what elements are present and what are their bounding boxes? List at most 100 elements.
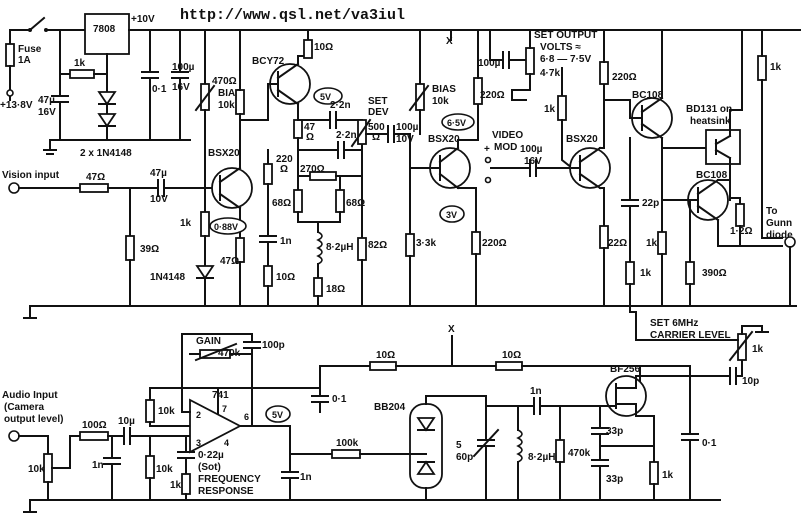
bcy72-stage: BCY72 5V 10Ω 47 Ω 2·2n 2·2n 220 Ω 1n bbox=[252, 29, 365, 307]
resistor-10-a-label: 10Ω bbox=[376, 350, 395, 361]
cap-100u-voltage: 16V bbox=[172, 82, 190, 93]
resistor-1k-carrier bbox=[625, 261, 635, 285]
resistor-68-a bbox=[293, 189, 303, 213]
q2-voltage: 5V bbox=[320, 92, 331, 102]
resistor-220-q3e bbox=[471, 231, 481, 255]
cap-1n-out-label: 1n bbox=[300, 472, 312, 483]
resistor-68-a-label: 68Ω bbox=[272, 198, 291, 209]
resistor-68-b bbox=[335, 189, 345, 213]
opamp-pin-2: 2 bbox=[196, 410, 201, 420]
varicap-label: BB204 bbox=[374, 402, 406, 413]
bd131-label-2: heatsink bbox=[690, 116, 731, 127]
set-output-label: SET OUTPUT bbox=[534, 30, 597, 41]
q3-voltage-top: 6·5V bbox=[447, 118, 466, 128]
resistor-10-top-label: 10Ω bbox=[314, 42, 333, 53]
gunn-diode-connector[interactable] bbox=[784, 236, 796, 248]
resistor-1k-freq bbox=[181, 473, 191, 495]
resistor-10-a bbox=[369, 361, 397, 371]
resistor-1k-label: 1k bbox=[74, 58, 86, 69]
resistor-47-q2-label: 47 bbox=[304, 122, 316, 133]
resistor-1k-top bbox=[757, 55, 767, 81]
cap-100p-label: 100p bbox=[262, 340, 285, 351]
q3-voltage-top-bubble bbox=[441, 113, 475, 131]
carrier-level-label: CARRIER LEVEL bbox=[650, 330, 731, 341]
audio-level-pot[interactable] bbox=[43, 453, 53, 483]
set-output-pot[interactable] bbox=[525, 47, 535, 75]
cap-2n2-b-label: 2·2n bbox=[336, 130, 357, 141]
cap-100u-b-label: 100µ bbox=[478, 58, 501, 69]
resistor-1k-source-label: 1k bbox=[662, 470, 674, 481]
vision-input-label: Vision input bbox=[2, 170, 60, 181]
supply-voltage: +13·8V bbox=[0, 100, 33, 111]
rail-voltage: +10V bbox=[131, 14, 155, 25]
resistor-47-label: 47Ω bbox=[86, 172, 105, 183]
resistor-100k bbox=[331, 449, 361, 459]
q1-voltage-bubble bbox=[209, 217, 247, 235]
resistor-1k-freq-label: 1k bbox=[170, 480, 182, 491]
resistor-82-label: 82Ω bbox=[368, 240, 387, 251]
inductor-8-2uh-label: 8·2µH bbox=[326, 242, 353, 253]
resistor-220-unit: Ω bbox=[280, 164, 288, 175]
gunn-label-1: To bbox=[766, 206, 777, 217]
resistor-22-label: 22Ω bbox=[608, 238, 627, 249]
cap-47u-voltage: 16V bbox=[38, 107, 56, 118]
resistor-10-top bbox=[303, 39, 313, 59]
cap-0-1-audio-label: 0·1 bbox=[332, 394, 347, 405]
cap-0-1-label: 0·1 bbox=[152, 84, 167, 95]
resistor-3k3-label: 3·3k bbox=[416, 238, 436, 249]
audio-input-connector[interactable] bbox=[8, 430, 20, 442]
q3-voltage-bot-bubble bbox=[439, 205, 465, 223]
audio-level-pot-label: 10k bbox=[28, 464, 45, 475]
q2-label: BCY72 bbox=[252, 56, 285, 67]
trimmer-value: 60p bbox=[456, 452, 473, 463]
resistor-47-emitter-label: 47Ω bbox=[220, 256, 239, 267]
diode-1n4148 bbox=[195, 265, 215, 280]
resistor-47-q2-unit: Ω bbox=[306, 132, 314, 143]
x-test-point-1: X bbox=[446, 36, 453, 47]
resistor-1k-supply bbox=[69, 69, 95, 79]
cap-33p-a-label: 33p bbox=[606, 426, 623, 437]
diode-1 bbox=[97, 91, 117, 106]
q4-label: BSX20 bbox=[566, 134, 598, 145]
diode-2 bbox=[97, 113, 117, 128]
cap-100u-10v-label: 100µ bbox=[396, 122, 419, 133]
fuse-value: 1A bbox=[18, 55, 31, 66]
set-dev-label-2: DEV bbox=[368, 107, 389, 118]
resistor-220-q4 bbox=[599, 61, 609, 85]
resistor-3k3 bbox=[405, 233, 415, 257]
resistor-47-input bbox=[79, 183, 109, 193]
fuse-label: Fuse bbox=[18, 44, 42, 55]
fuse bbox=[5, 43, 15, 67]
resistor-10-bot bbox=[263, 265, 273, 287]
vision-input-connector[interactable] bbox=[8, 182, 20, 194]
video-mod-terminal-b[interactable] bbox=[484, 176, 492, 184]
resistor-10k-c bbox=[145, 399, 155, 423]
source-url: http://www.qsl.net/va3iul bbox=[180, 7, 405, 24]
opamp-pin-4: 4 bbox=[224, 438, 229, 448]
cap-100u-16v-label: 100µ bbox=[520, 144, 543, 155]
video-mod-terminal-a[interactable] bbox=[484, 156, 492, 164]
opamp-pin-7: 7 bbox=[222, 404, 227, 414]
set-dev-pot-value: 500 bbox=[368, 122, 385, 133]
inductor-8-2-audio-label: 8·2µH bbox=[528, 452, 555, 463]
resistor-18-label: 18Ω bbox=[326, 284, 345, 295]
resistor-1-2 bbox=[735, 203, 745, 227]
resistor-270-label: 270Ω bbox=[300, 164, 325, 175]
set-output-pot-value: 4·7k bbox=[540, 68, 560, 79]
transistor-q1-bsx20 bbox=[211, 167, 253, 209]
resistor-220-label: 220 bbox=[276, 154, 293, 165]
modulator-stage: SET DEV 500 Ω 100µ 10V 82Ω BIAS 10k 3·3k… bbox=[350, 29, 573, 307]
set-output-range: 6·8 — 7·5V bbox=[540, 54, 591, 65]
response-label: RESPONSE bbox=[198, 486, 254, 497]
x-test-point-2: X bbox=[448, 324, 455, 335]
resistor-100k-label: 100k bbox=[336, 438, 359, 449]
resistor-10-b bbox=[495, 361, 523, 371]
resistor-22 bbox=[599, 225, 609, 249]
cap-1n-label: 1n bbox=[280, 236, 292, 247]
cap-100u-10v-voltage: 10V bbox=[396, 134, 414, 145]
carrier-pot-value: 1k bbox=[752, 344, 764, 355]
gunn-label-3: diode bbox=[766, 230, 793, 241]
diode-1n4148-label: 1N4148 bbox=[150, 272, 185, 283]
bias-1-label: BIAS bbox=[218, 88, 242, 99]
